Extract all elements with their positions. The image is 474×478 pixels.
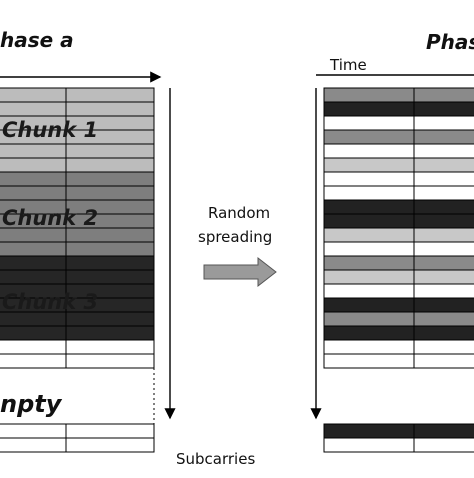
phase-b-row	[323, 325, 474, 341]
phase-b-row	[323, 143, 474, 159]
phase-a-row	[0, 157, 155, 173]
spreading-label: spreading	[198, 228, 273, 246]
chunk-1-label: Chunk 1	[2, 118, 99, 142]
random-spreading-arrow	[203, 256, 277, 288]
phase-a-row	[0, 423, 155, 439]
phase-b-row	[323, 115, 474, 131]
phase-b-row	[323, 339, 474, 355]
phase-b-row	[323, 283, 474, 299]
phase-a-row	[0, 241, 155, 257]
phase-a-title: hase a	[0, 28, 74, 52]
phase-a-row	[0, 325, 155, 341]
phase-a-row	[0, 227, 155, 243]
phase-b-row	[323, 269, 474, 285]
phase-b-row	[323, 353, 474, 369]
phase-a-row	[0, 101, 155, 117]
random-label: Random	[208, 204, 271, 222]
phase-a-grid	[0, 87, 155, 453]
phase-b-row	[323, 241, 474, 257]
phase-a-row	[0, 87, 155, 103]
chunk-2-label: Chunk 2	[2, 206, 99, 230]
phase-b-row	[323, 157, 474, 173]
phase-b-row	[323, 423, 474, 439]
subcarriers-label: Subcarries	[176, 450, 256, 468]
phase-a-row	[0, 269, 155, 285]
phase-a-row	[0, 143, 155, 159]
phase-a-row	[0, 353, 155, 369]
phase-b-row	[323, 297, 474, 313]
phase-b-row	[323, 213, 474, 229]
phase-b-row	[323, 437, 474, 453]
phase-a-row	[0, 311, 155, 327]
phase-b-row	[323, 199, 474, 215]
phase-b-row	[323, 185, 474, 201]
phase-a-row	[0, 185, 155, 201]
phase-b-row	[323, 171, 474, 187]
phase-a-row	[0, 255, 155, 271]
empty-label: npty	[0, 390, 62, 418]
time-label: Time	[330, 56, 367, 74]
chunk-3-label: Chunk 3	[2, 290, 99, 314]
phase-a-row	[0, 437, 155, 453]
phase-a-row	[0, 339, 155, 355]
phase-a-row	[0, 171, 155, 187]
phase-b-row	[323, 255, 474, 271]
phase-b-title: Phas	[426, 30, 474, 54]
phase-b-row	[323, 227, 474, 243]
phase-b-row	[323, 129, 474, 145]
phase-b-row	[323, 311, 474, 327]
phase-b-grid	[323, 87, 474, 453]
phase-b-row	[323, 101, 474, 117]
phase-b-row	[323, 87, 474, 103]
